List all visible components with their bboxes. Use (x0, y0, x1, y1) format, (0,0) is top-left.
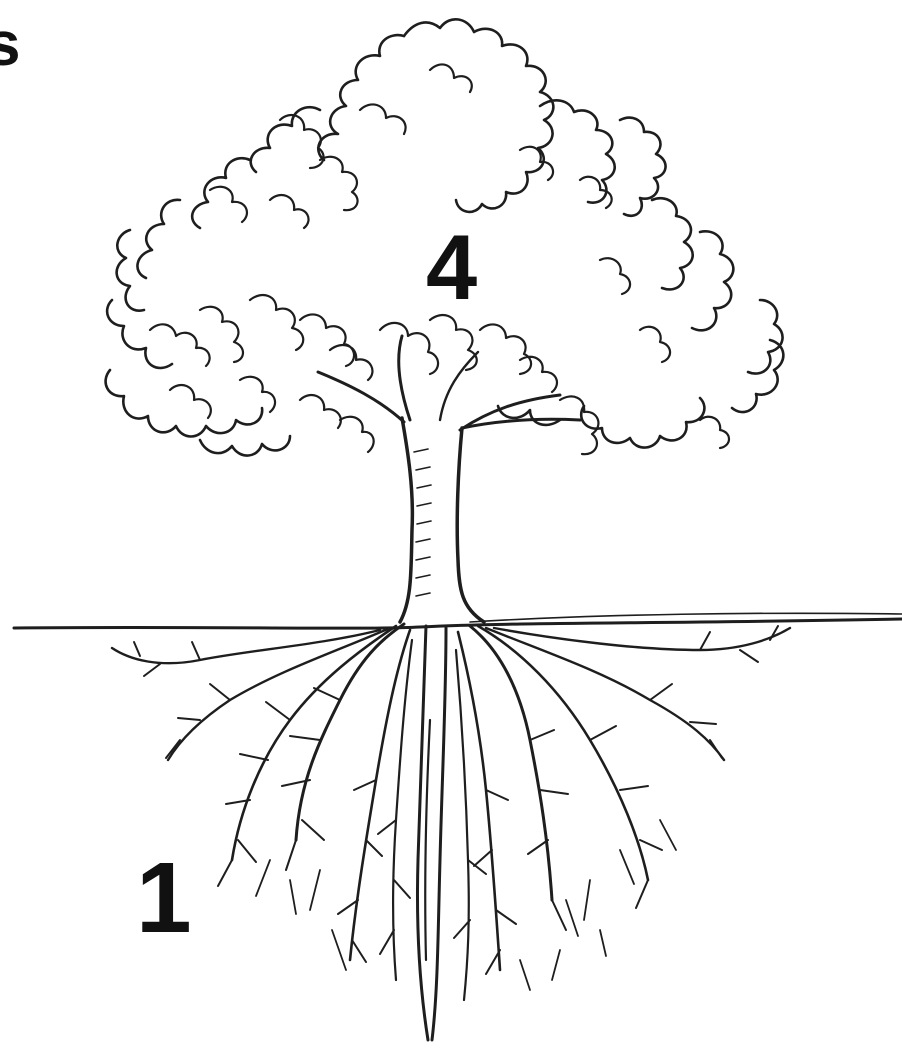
roots-number-label: 1 (136, 848, 192, 948)
canopy-number-label: 4 (426, 222, 477, 314)
corner-letter-label: s (0, 14, 20, 76)
tree-branches (318, 336, 580, 430)
ground-line (14, 619, 902, 628)
tree-trunk (400, 418, 484, 622)
tree-roots (112, 624, 790, 1040)
